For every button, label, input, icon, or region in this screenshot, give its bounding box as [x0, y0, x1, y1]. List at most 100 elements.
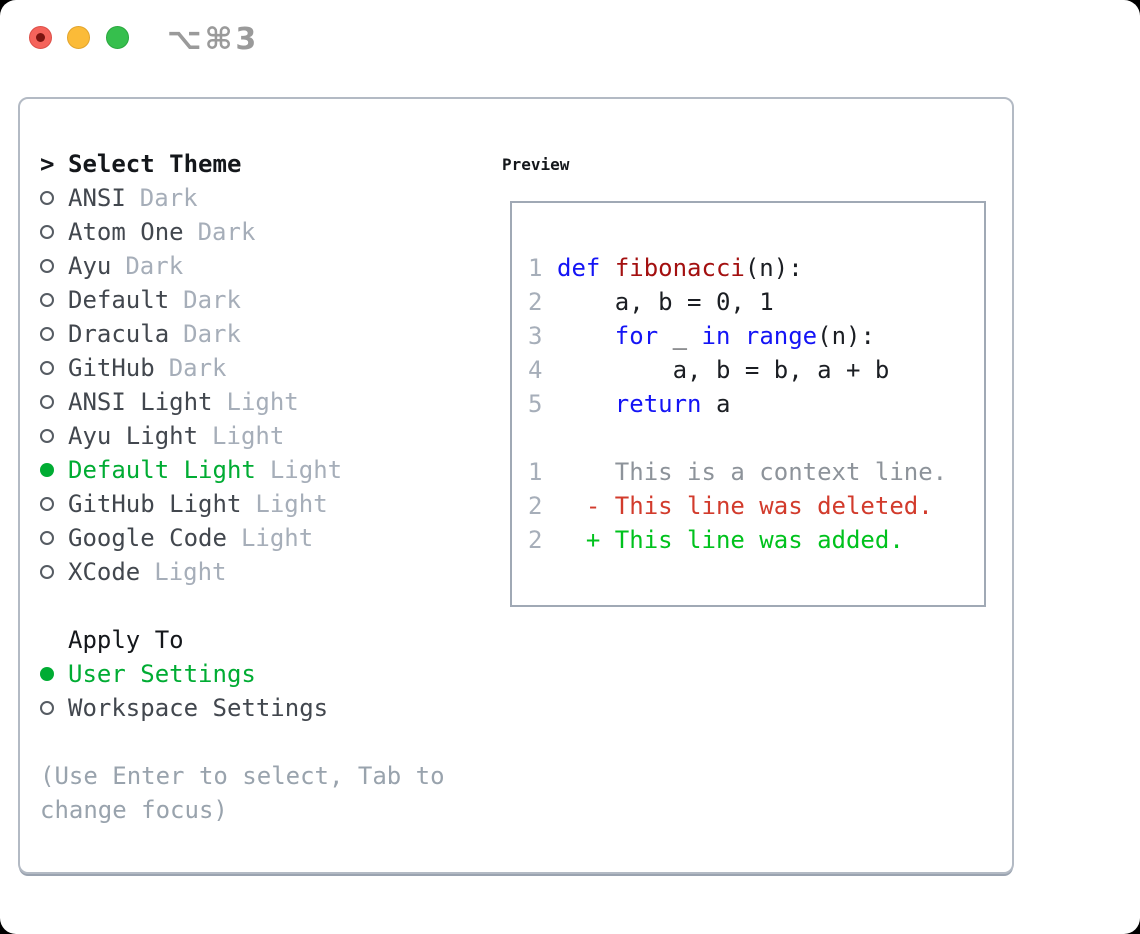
theme-variant: Light: [226, 388, 299, 416]
diff-text: This is a context line.: [557, 458, 948, 486]
radio-icon: [40, 293, 68, 307]
blank-line: [528, 421, 984, 455]
radio-icon: [40, 225, 68, 239]
theme-variant: Dark: [139, 184, 198, 212]
diff-line-add: 2 + This line was added.: [528, 523, 984, 557]
theme-name: ANSI: [68, 184, 126, 212]
code-line: 3 for _ in range(n):: [528, 319, 984, 353]
theme-item-default-light[interactable]: Default Light Light: [40, 453, 502, 487]
theme-name: Default: [68, 286, 170, 314]
apply-to-title: Apply To: [68, 626, 184, 654]
close-button[interactable]: [29, 26, 52, 49]
theme-item-xcode[interactable]: XCode Light: [40, 555, 502, 589]
theme-name: ANSI Light: [68, 388, 213, 416]
line-number: 2: [528, 492, 543, 520]
radio-icon: [40, 429, 68, 443]
theme-item-atom-one[interactable]: Atom One Dark: [40, 215, 502, 249]
theme-item-ayu[interactable]: Ayu Dark: [40, 249, 502, 283]
code-line: 5 return a: [528, 387, 984, 421]
radio-icon: [40, 327, 68, 341]
code-line: 4 a, b = b, a + b: [528, 353, 984, 387]
diff-sample: 1 This is a context line.2 - This line w…: [528, 455, 984, 557]
radio-selected-icon: [40, 463, 68, 477]
focus-caret-icon: >: [40, 150, 55, 178]
radio-icon: [40, 565, 68, 579]
minimize-button[interactable]: [67, 26, 90, 49]
theme-name: Dracula: [68, 320, 170, 348]
radio-icon: [40, 497, 68, 511]
theme-item-ayu-light[interactable]: Ayu Light Light: [40, 419, 502, 453]
theme-variant: Dark: [183, 286, 241, 314]
theme-variant: Light: [154, 558, 227, 586]
theme-variant: Dark: [197, 218, 256, 246]
radio-icon: [40, 395, 68, 409]
line-number: 4: [528, 356, 543, 384]
spacer: [40, 589, 502, 623]
diff-text: + This line was added.: [557, 526, 904, 554]
radio-icon: [40, 361, 68, 375]
theme-item-dracula[interactable]: Dracula Dark: [40, 317, 502, 351]
line-number: 5: [528, 390, 543, 418]
apply-option-workspace-settings[interactable]: Workspace Settings: [40, 691, 502, 725]
line-number: 2: [528, 288, 543, 316]
theme-name: Default Light: [68, 456, 256, 484]
theme-item-ansi[interactable]: ANSI Dark: [40, 181, 502, 215]
code-line: 2 a, b = 0, 1: [528, 285, 984, 319]
theme-name: GitHub: [68, 354, 155, 382]
radio-icon: [40, 259, 68, 273]
theme-item-google-code[interactable]: Google Code Light: [40, 521, 502, 555]
theme-variant: Dark: [168, 354, 227, 382]
diff-line-del: 2 - This line was deleted.: [528, 489, 984, 523]
code-text: return a: [614, 390, 731, 418]
code-text: a, b = b, a + b: [557, 356, 890, 384]
theme-item-github[interactable]: GitHub Dark: [40, 351, 502, 385]
theme-variant: Dark: [125, 252, 184, 280]
code-line: 1 def fibonacci(n):: [528, 251, 984, 285]
theme-name: Atom One: [68, 218, 184, 246]
line-number: 3: [528, 322, 543, 350]
theme-item-default[interactable]: Default Dark: [40, 283, 502, 317]
theme-name: Ayu: [68, 252, 112, 280]
theme-name: Google Code: [68, 524, 227, 552]
diff-line-ctx: 1 This is a context line.: [528, 455, 984, 489]
theme-name: XCode: [68, 558, 141, 586]
select-theme-title: Select Theme: [68, 150, 242, 178]
titlebar: ⌥⌘3: [0, 0, 1140, 76]
hint-text: (Use Enter to select, Tab to change focu…: [40, 762, 445, 824]
line-number: 2: [528, 526, 543, 554]
line-number: 1: [528, 458, 543, 486]
diff-text: - This line was deleted.: [557, 492, 933, 520]
code-text: a, b = 0, 1: [557, 288, 774, 316]
theme-variant: Light: [269, 456, 343, 484]
apply-to-header: Apply To: [40, 623, 502, 657]
theme-name: Ayu Light: [68, 422, 199, 450]
line-number: 1: [528, 254, 543, 282]
apply-option-label: User Settings: [68, 660, 256, 688]
theme-variant: Dark: [183, 320, 241, 348]
theme-name: GitHub Light: [68, 490, 242, 518]
apply-option-user-settings[interactable]: User Settings: [40, 657, 502, 691]
preview-header: Preview: [502, 147, 1012, 181]
unsaved-dot-icon: [36, 33, 45, 42]
window-shortcut-label: ⌥⌘3: [167, 22, 260, 57]
preview-title: Preview: [502, 154, 570, 174]
theme-variant: Light: [212, 422, 285, 450]
select-theme-header: > Select Theme: [40, 147, 502, 181]
code-text: def fibonacci(n):: [557, 254, 803, 282]
radio-selected-icon: [40, 667, 68, 681]
theme-item-ansi-light[interactable]: ANSI Light Light: [40, 385, 502, 419]
theme-variant: Light: [240, 524, 314, 552]
radio-icon: [40, 191, 68, 205]
radio-icon: [40, 531, 68, 545]
apply-option-label: Workspace Settings: [68, 694, 329, 722]
zoom-button[interactable]: [106, 26, 129, 49]
